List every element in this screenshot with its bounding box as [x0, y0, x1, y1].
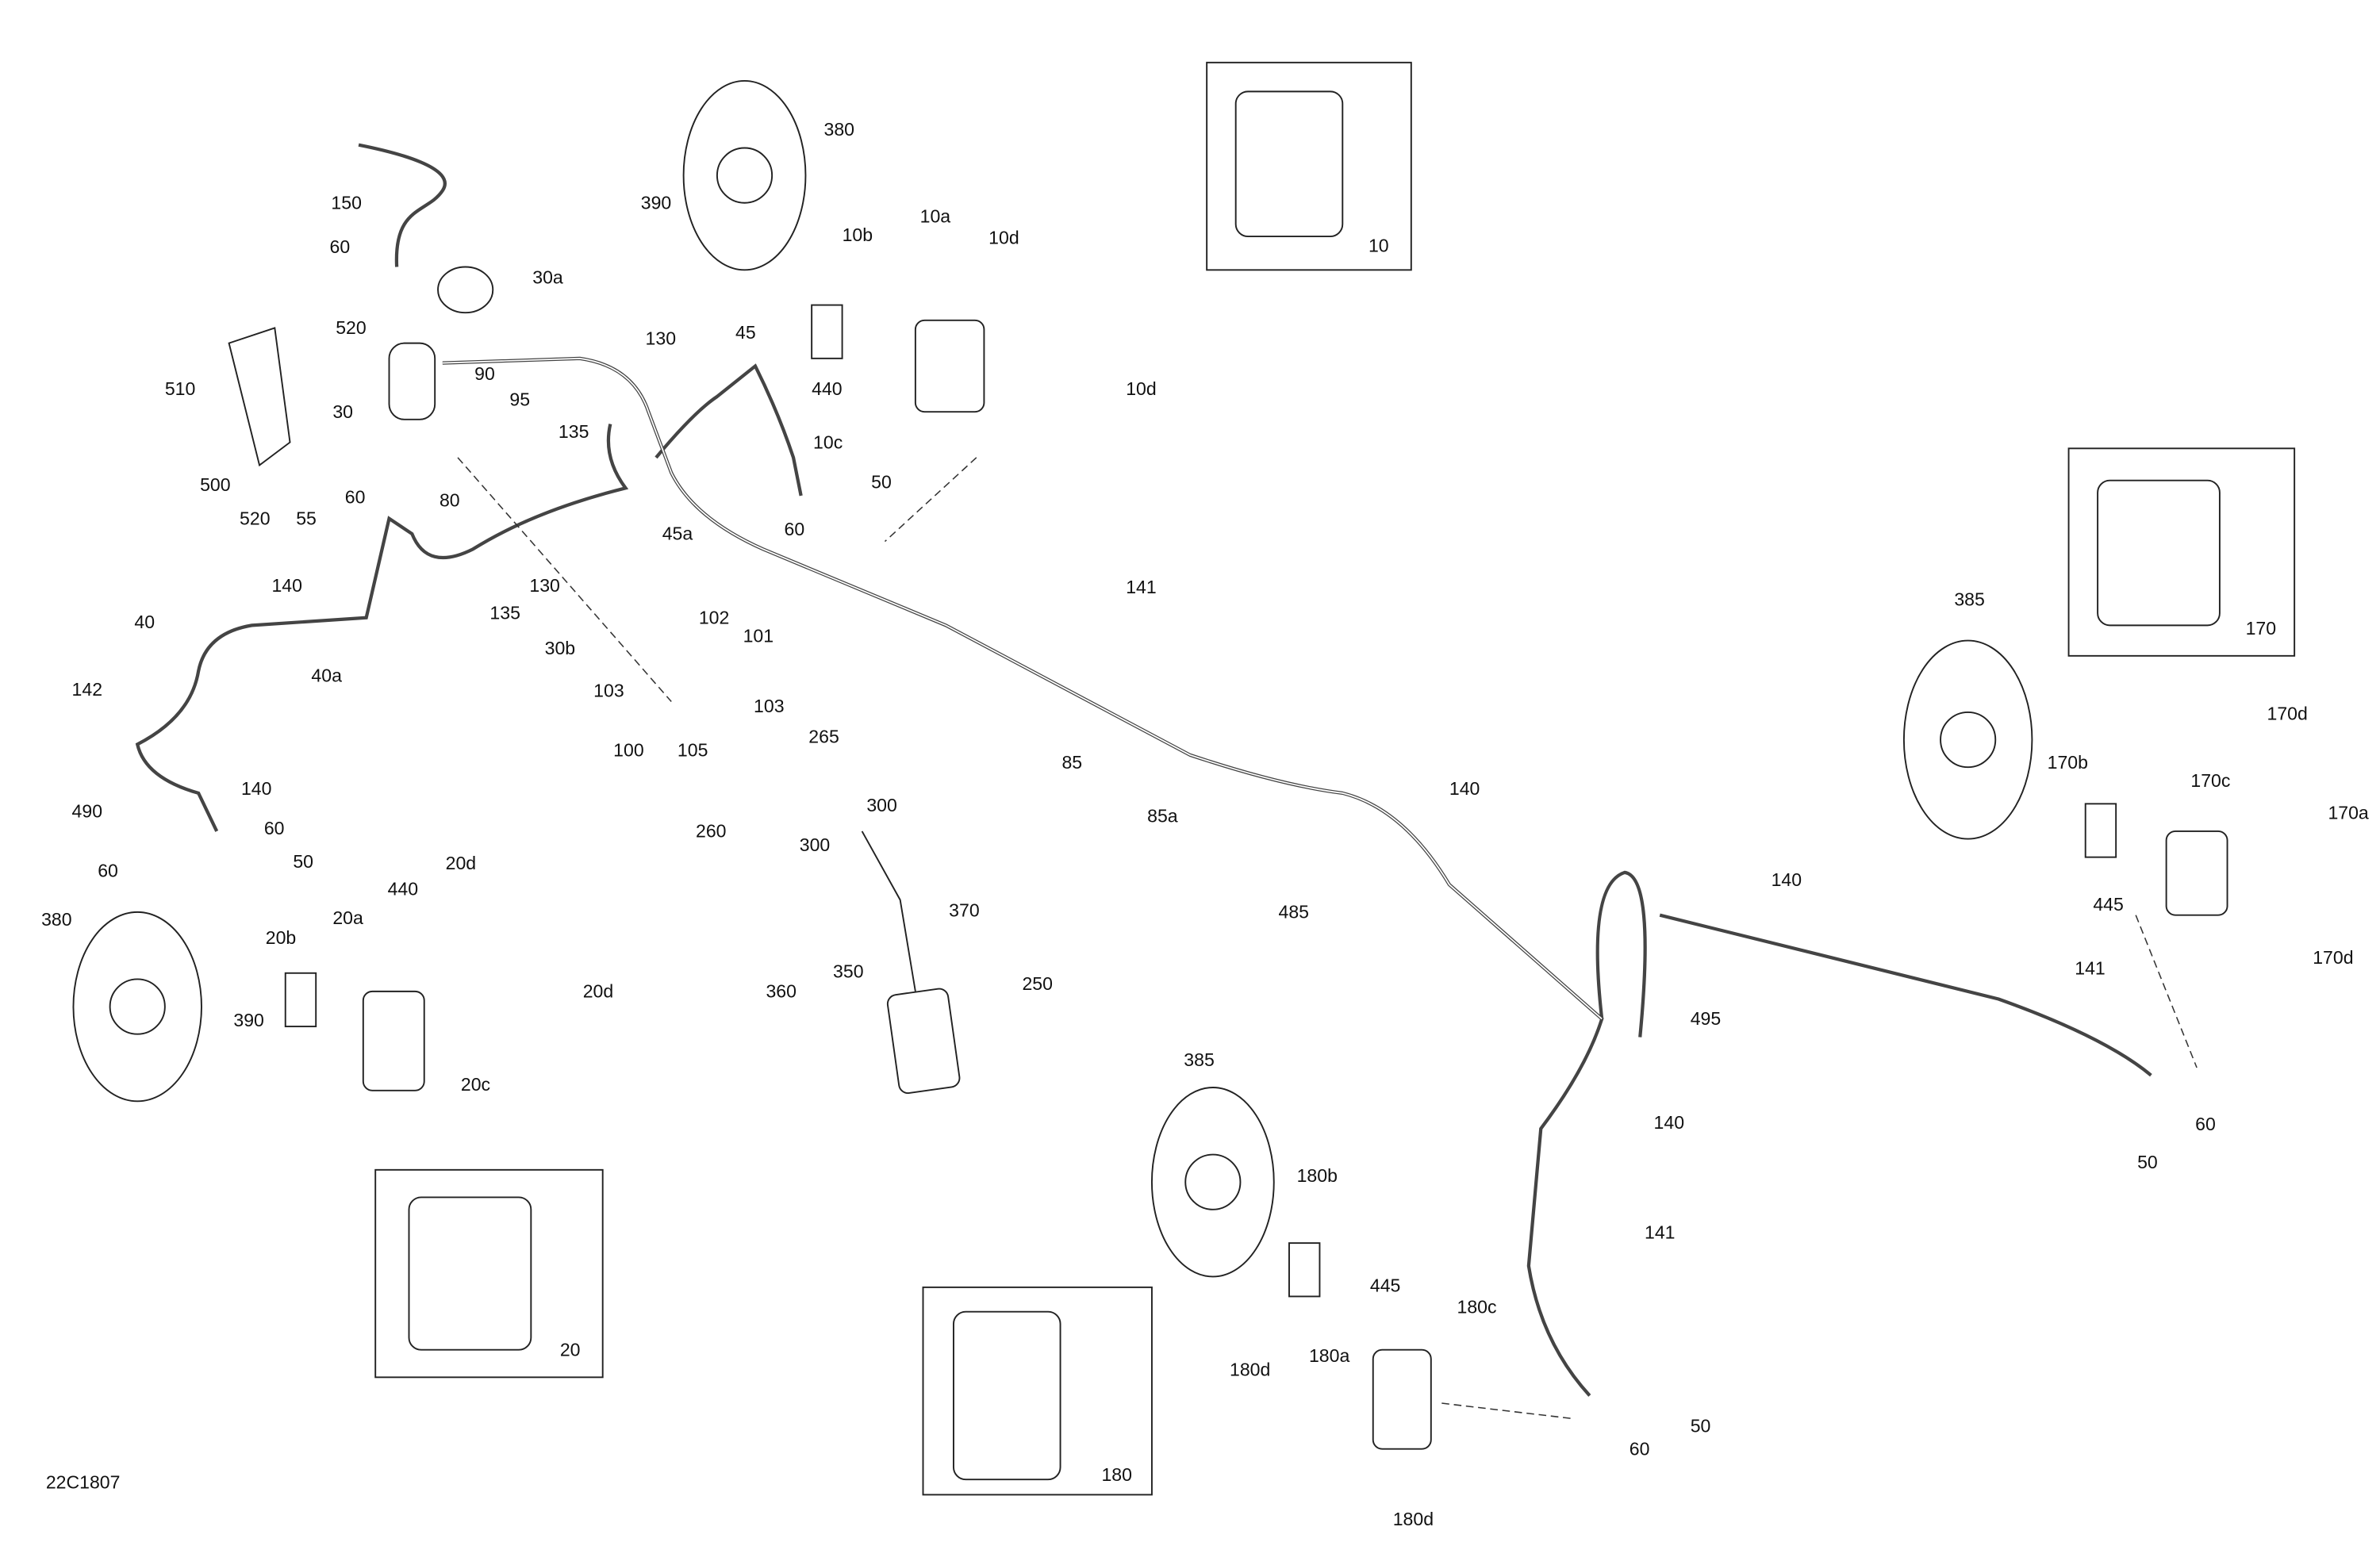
callout-label: 60 — [98, 861, 118, 881]
callout-label: 20a — [332, 907, 363, 928]
callout-label: 85a — [1147, 805, 1178, 826]
callout-label: 141 — [1126, 577, 1156, 597]
components — [228, 266, 2228, 1450]
callout-label: 130 — [529, 575, 559, 596]
inset-label: 180 — [1101, 1464, 1131, 1485]
callout-label: 20d — [583, 981, 613, 1002]
callout-label: 170b — [2048, 752, 2088, 773]
callout-label: 135 — [559, 421, 589, 442]
callout-label: 180d — [1393, 1509, 1434, 1529]
callout-label: 350 — [833, 961, 863, 982]
callout-label: 10c — [813, 432, 843, 452]
callout-label: 445 — [2093, 894, 2123, 915]
callout-label: 385 — [1184, 1049, 1214, 1070]
callout-label: 20b — [266, 927, 296, 948]
callout-label: 50 — [1691, 1416, 1711, 1437]
callout-label: 55 — [296, 508, 317, 528]
inset-label: 10 — [1368, 235, 1389, 255]
callout-label: 100 — [613, 740, 643, 761]
callout-label: 130 — [646, 328, 676, 349]
inset-label: 170 — [2246, 618, 2276, 639]
callout-label: 380 — [824, 119, 854, 140]
callout-label: 150 — [331, 192, 361, 213]
callout-label: 10a — [920, 206, 951, 227]
callout-label: 140 — [271, 575, 301, 596]
inset-frames — [374, 61, 2296, 1496]
callout-label: 500 — [200, 474, 230, 495]
callout-label: 170a — [2328, 803, 2368, 823]
callout-label: 300 — [866, 795, 896, 815]
callout-label: 520 — [240, 508, 270, 528]
brake-lines — [135, 143, 2152, 1397]
callout-label: 10d — [988, 228, 1019, 248]
callout-label: 103 — [754, 696, 784, 716]
callout-label: 170d — [2267, 704, 2308, 724]
brake-discs — [72, 79, 2033, 1278]
callout-label: 260 — [696, 821, 726, 842]
callout-label: 135 — [489, 603, 520, 623]
diagram-code: 22C1807 — [46, 1472, 121, 1493]
callout-label: 85 — [1061, 752, 1082, 773]
callout-label: 485 — [1279, 902, 1309, 923]
callout-label: 300 — [800, 834, 830, 855]
callout-label: 60 — [1630, 1438, 1650, 1459]
callout-label: 95 — [509, 389, 530, 409]
callout-label: 142 — [72, 679, 102, 700]
callout-label: 490 — [72, 801, 102, 822]
callout-label: 20d — [446, 853, 476, 873]
callout-label: 60 — [264, 818, 285, 838]
callout-label: 495 — [1691, 1008, 1721, 1029]
callout-label: 30 — [332, 401, 353, 422]
callout-label: 440 — [388, 879, 418, 900]
callout-label: 180d — [1230, 1359, 1270, 1379]
callout-label: 390 — [641, 192, 671, 213]
callout-label: 105 — [678, 740, 708, 761]
callout-label: 140 — [1772, 869, 1802, 890]
callout-label: 440 — [812, 378, 842, 399]
callout-label: 445 — [1370, 1275, 1400, 1296]
callout-label: 250 — [1022, 973, 1052, 994]
callout-label: 141 — [2075, 958, 2105, 979]
callout-label: 10d — [1126, 378, 1156, 399]
callout-label: 50 — [293, 851, 313, 872]
callout-label: 90 — [474, 363, 495, 384]
callout-label: 390 — [233, 1010, 263, 1030]
callout-label: 380 — [41, 909, 71, 930]
callout-label: 102 — [699, 607, 729, 627]
callout-label: 140 — [241, 778, 271, 799]
callout-label: 170c — [2190, 770, 2230, 791]
callout-label: 45 — [735, 322, 756, 343]
callout-label: 101 — [743, 626, 774, 646]
callout-label: 60 — [345, 487, 366, 508]
callout-label: 520 — [336, 317, 366, 338]
callout-label: 140 — [1654, 1112, 1684, 1133]
callout-label: 360 — [766, 981, 796, 1002]
callout-label: 20c — [461, 1074, 490, 1095]
callout-label: 80 — [440, 489, 460, 510]
callout-label: 180b — [1297, 1165, 1338, 1186]
callout-label: 40a — [311, 666, 342, 686]
callout-label: 30a — [532, 267, 563, 288]
callout-label: 180c — [1457, 1297, 1496, 1318]
callout-label: 60 — [2195, 1114, 2216, 1134]
callout-label: 60 — [330, 236, 351, 257]
callout-label: 45a — [662, 524, 693, 544]
callout-label: 60 — [785, 519, 805, 539]
callout-label: 10b — [843, 224, 873, 245]
callout-label: 140 — [1449, 778, 1480, 799]
callout-label: 50 — [871, 471, 892, 492]
inset-label: 20 — [560, 1339, 581, 1360]
callout-label: 180a — [1309, 1345, 1349, 1366]
callout-label: 30b — [545, 638, 575, 658]
callout-label: 510 — [165, 378, 195, 399]
callout-label: 40 — [134, 612, 155, 632]
callout-label: 141 — [1645, 1222, 1675, 1242]
callout-label: 170d — [2313, 947, 2353, 968]
callout-label: 385 — [1954, 589, 1984, 609]
callout-label: 103 — [593, 681, 624, 701]
callout-label: 265 — [808, 726, 839, 746]
callout-label: 50 — [2137, 1152, 2158, 1172]
callout-label: 370 — [949, 900, 979, 921]
